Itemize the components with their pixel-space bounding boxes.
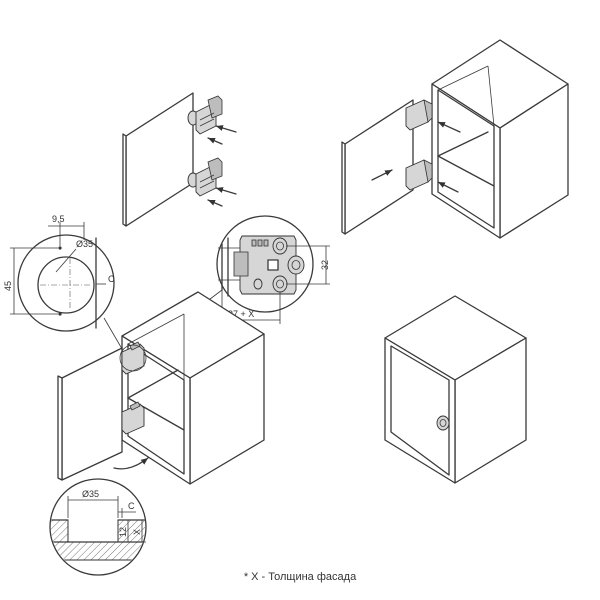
cabinet-mounting-top-right (341, 39, 569, 239)
dim-gap: C (108, 274, 115, 284)
cup-hole-detail: 9,5 Ø35 45 C (3, 214, 126, 355)
dim-offset: 9,5 (52, 214, 65, 224)
dim-cup-diameter: Ø35 (82, 489, 99, 499)
dim-cup-depth: 12 (118, 527, 128, 537)
hinge-icon (187, 157, 223, 197)
dim-cup-diameter: Ø35 (76, 239, 93, 249)
dim-thickness: X (132, 529, 142, 535)
hinge-icon (121, 341, 145, 375)
hinge-icon (121, 401, 145, 435)
door-with-hinges-top-left (122, 92, 237, 227)
hinge-icon (405, 159, 433, 191)
cup-section-detail: Ø35 C 12 X (49, 478, 147, 576)
hinge-icon (405, 99, 433, 131)
mounting-plate-detail: 32 37 + X (139, 215, 330, 353)
dim-plate-height: 32 (320, 260, 330, 270)
dim-height: 45 (3, 281, 13, 291)
cabinet-closed-bottom-right (384, 295, 527, 484)
dim-plate-offset: 37 + X (228, 309, 254, 319)
dim-gap: C (128, 501, 135, 511)
footnote: * X - Толщина фасада (243, 571, 357, 583)
mounting-plate-icon (233, 235, 305, 295)
cabinet-open-door-center (57, 291, 265, 485)
knob-icon (436, 415, 450, 431)
